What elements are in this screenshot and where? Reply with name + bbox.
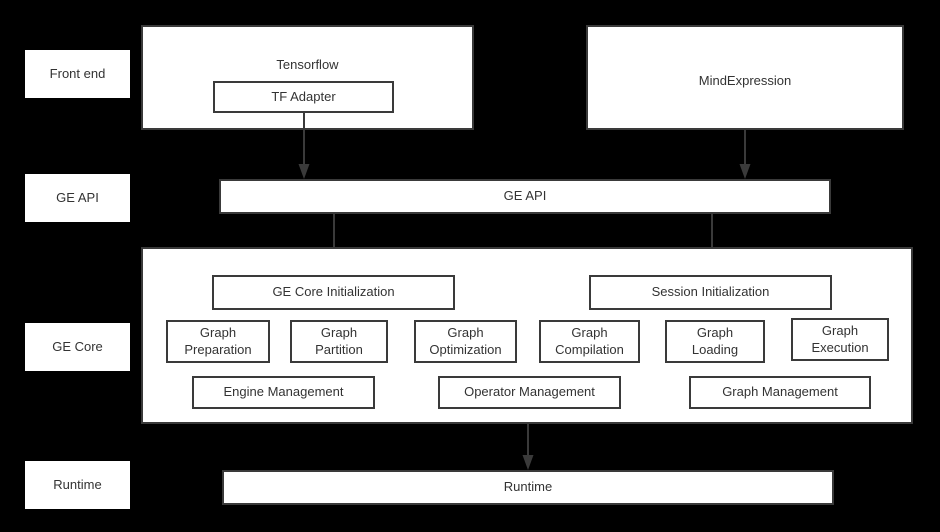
band-label-runtime: Runtime — [25, 461, 130, 509]
tensorflow-label: Tensorflow — [276, 57, 339, 72]
module-label: Graph Execution — [811, 323, 868, 356]
manager-box-engine-management: Engine Management — [192, 376, 375, 409]
module-box-graph-partition: Graph Partition — [290, 320, 388, 363]
module-box-graph-execution: Graph Execution — [791, 318, 889, 361]
band-label-ge-core: GE Core — [25, 323, 130, 371]
manager-box-operator-management: Operator Management — [438, 376, 621, 409]
ge-api-box: GE API — [219, 179, 831, 214]
module-label-line2: Optimization — [429, 341, 502, 357]
manager-box-graph-management: Graph Management — [689, 376, 871, 409]
band-label-ge-api: GE API — [25, 174, 130, 222]
module-label-line2: Preparation — [184, 341, 252, 357]
runtime-box: Runtime — [222, 470, 834, 505]
module-label-line2: Execution — [811, 339, 869, 355]
arrow-mindexpression-to-ge-api — [737, 130, 753, 179]
session-initialization-box: Session Initialization — [589, 275, 832, 310]
module-label-line1: Graph — [199, 325, 237, 341]
ge-core-initialization-label: GE Core Initialization — [272, 284, 395, 300]
manager-label: Operator Management — [464, 384, 595, 400]
module-box-graph-optimization: Graph Optimization — [414, 320, 517, 363]
module-box-graph-compilation: Graph Compilation — [539, 320, 640, 363]
arrow-ge-core-to-runtime — [520, 424, 536, 470]
band-label-text: GE API — [56, 189, 99, 205]
runtime-label: Runtime — [503, 479, 553, 495]
band-label-text: Runtime — [53, 476, 102, 492]
arrow-tf-adapter-to-ge-api — [296, 113, 312, 179]
module-label: Graph Preparation — [184, 325, 251, 358]
module-label: Graph Loading — [692, 325, 738, 358]
module-label: Graph Compilation — [555, 325, 624, 358]
module-label-line1: Graph — [696, 325, 734, 341]
module-label-line1: Graph — [571, 325, 608, 341]
manager-label: Graph Management — [722, 384, 838, 400]
mindexpression-label: MindExpression — [698, 73, 792, 88]
module-box-graph-loading: Graph Loading — [665, 320, 765, 363]
module-box-graph-preparation: Graph Preparation — [166, 320, 270, 363]
module-label-line1: Graph — [447, 325, 484, 341]
tf-adapter-label: TF Adapter — [271, 88, 336, 104]
manager-label: Engine Management — [223, 384, 344, 400]
module-label-line2: Loading — [691, 341, 739, 357]
module-label-line1: Graph — [320, 325, 358, 341]
module-label: Graph Optimization — [429, 325, 501, 358]
session-initialization-label: Session Initialization — [651, 284, 770, 300]
module-label-line2: Partition — [315, 341, 363, 357]
mindexpression-container: MindExpression — [586, 25, 904, 130]
band-label-front-end: Front end — [25, 50, 130, 98]
ge-api-label: GE API — [503, 188, 547, 204]
ge-core-initialization-box: GE Core Initialization — [212, 275, 455, 310]
module-label: Graph Partition — [315, 325, 363, 358]
tf-adapter-box: TF Adapter — [213, 81, 394, 113]
band-label-text: GE Core — [52, 338, 103, 354]
module-label-line2: Compilation — [555, 341, 624, 357]
module-label-line1: Graph — [821, 323, 859, 339]
band-label-text: Front end — [49, 65, 106, 81]
